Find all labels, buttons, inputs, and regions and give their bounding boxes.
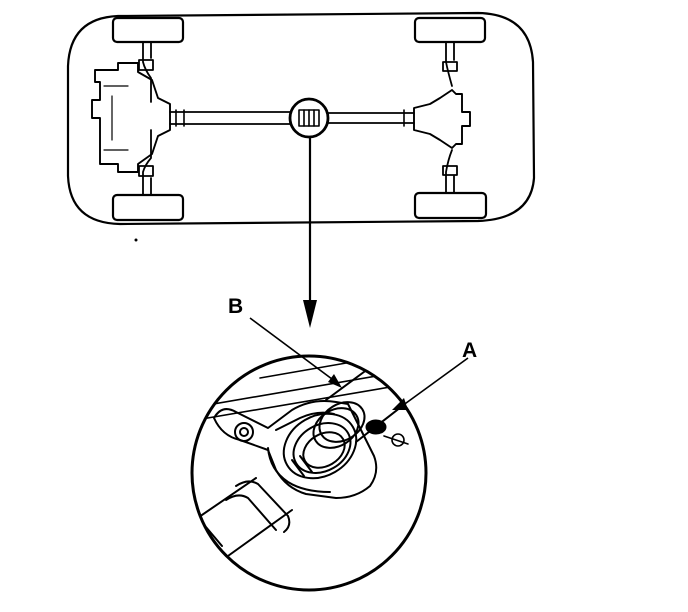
bearing-housing bbox=[282, 412, 358, 480]
leader-line-a bbox=[401, 357, 469, 407]
leader-arrow-a bbox=[392, 398, 408, 410]
bracket-bolt-right bbox=[383, 433, 409, 447]
callout-label-b: B bbox=[228, 295, 244, 318]
engine-transmission bbox=[91, 62, 171, 173]
front-propeller-shaft bbox=[169, 111, 291, 125]
vehicle-body-outline bbox=[66, 11, 536, 226]
rear-propeller-shaft bbox=[327, 112, 415, 124]
front-right-wheel bbox=[111, 193, 185, 222]
rear-axle bbox=[442, 41, 458, 194]
callout-leaders bbox=[249, 317, 469, 410]
callout-label-a: A bbox=[462, 339, 478, 362]
rear-right-wheel bbox=[413, 191, 488, 220]
center-bearing-overview bbox=[298, 109, 320, 127]
rear-differential bbox=[413, 89, 471, 149]
bracket-bolt-left bbox=[234, 422, 254, 442]
leader-line-b bbox=[249, 317, 337, 383]
front-left-wheel bbox=[111, 16, 185, 44]
zoom-arrow bbox=[303, 136, 317, 328]
detail-view-circle bbox=[190, 354, 428, 592]
floor-panel bbox=[192, 361, 421, 421]
leader-arrow-b bbox=[328, 374, 342, 388]
paint-mark bbox=[365, 419, 387, 435]
lower-shaft-section bbox=[192, 477, 293, 567]
center-bearing-detail-view bbox=[190, 354, 428, 592]
vehicle-underside-overview bbox=[66, 11, 536, 242]
front-axle bbox=[138, 41, 154, 196]
rear-left-wheel bbox=[413, 16, 487, 44]
